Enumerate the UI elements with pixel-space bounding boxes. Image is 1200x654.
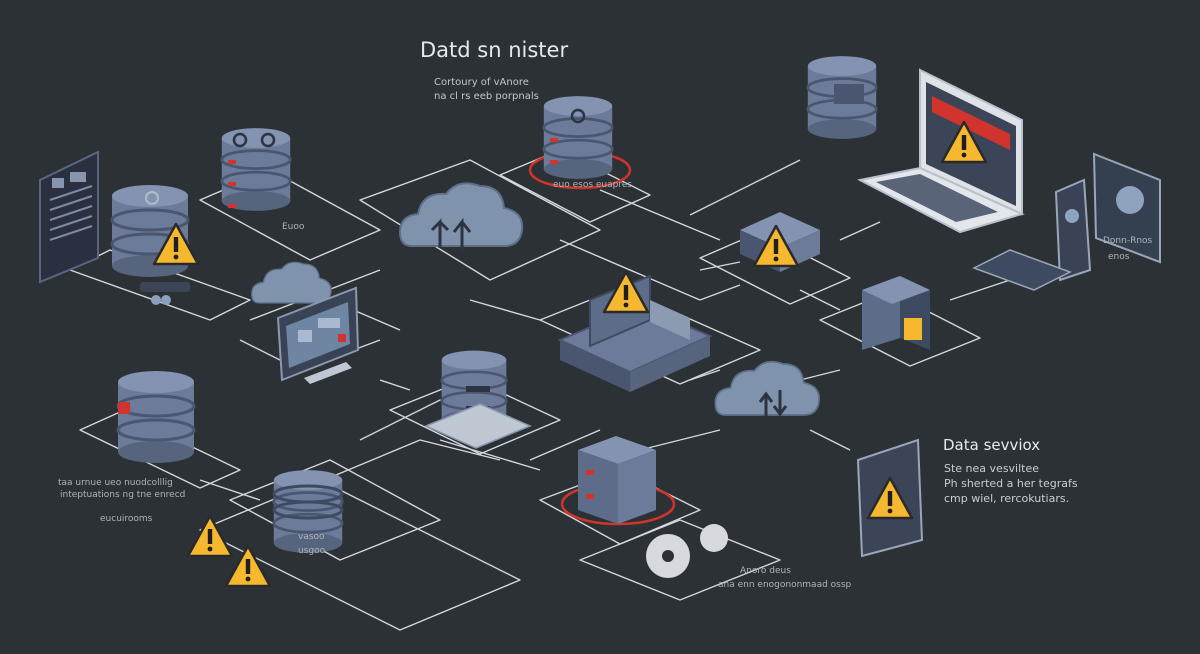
warning-icon [224,544,272,588]
device-label: Donn-Rnos [1103,236,1153,246]
panel-line: Ste nea vesviltee [944,462,1040,475]
tablet-icon [972,152,1161,291]
laptop-icon [857,68,1025,234]
subtitle-line: Cortoury of vAnore [434,77,529,88]
database-icon [542,94,614,181]
server-icon [578,436,656,524]
device-label: enos [1108,252,1130,262]
gear-label: Anoro deus [740,566,791,576]
panel-title: Data sevviox [943,436,1041,454]
panel-line: cmp wiel, rercokutiars. [944,492,1070,505]
server-icon [862,276,930,350]
annotation-text: taa urnue ueo nuodcolllig [58,478,173,488]
document-icon [39,150,99,284]
monitor-icon [276,286,360,384]
cloud-icon [251,261,332,304]
db-label: usgoo [298,546,326,556]
database-icon [220,126,292,213]
annotation-text: inteptuations ng tne enrecd [60,490,186,500]
connection-lines [69,149,1011,631]
subtitle-line: na cl rs eeb porpnals [434,91,539,102]
db-label: vasoo [298,532,325,542]
panel-line: Ph sherted a her tegrafs [944,477,1078,490]
db-label: Euoo [282,222,305,232]
annotation-text: eucuirooms [100,514,153,524]
database-icon [116,369,196,465]
gear-icon [646,524,728,578]
page-title: Datd sn nister [420,38,569,62]
gear-label: ana enn enogononmaad ossp [718,580,852,590]
warning-icon [186,514,234,558]
server-label: euo esos euapres [553,180,633,190]
